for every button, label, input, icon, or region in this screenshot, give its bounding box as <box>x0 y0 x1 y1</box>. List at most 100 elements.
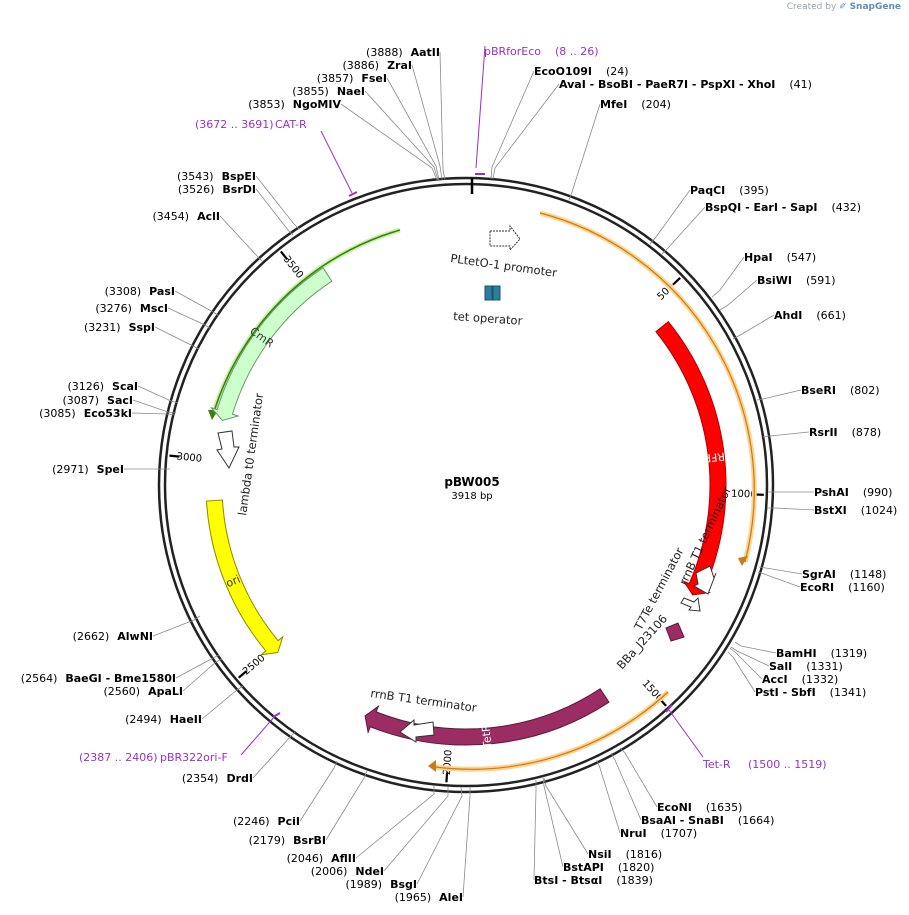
rrnb-terminator-2-label: rrnB T1 terminator <box>370 686 478 715</box>
site-position: (1707) <box>661 827 698 840</box>
site-label-pcii[interactable]: (2246)PciI <box>233 815 300 828</box>
site-label-bstxi[interactable]: BstXI(1024) <box>814 504 897 517</box>
site-label-nrui[interactable]: NruI (1707) <box>620 827 697 840</box>
site-enzymes: BseRI <box>801 384 836 397</box>
site-label-baegi[interactable]: (2564)BaeGI - Bme1580I <box>21 672 176 685</box>
feature-ori[interactable]: ori <box>205 499 284 656</box>
site-line-bseri <box>756 389 802 401</box>
site-label-bsrdi[interactable]: (3526)BsrDI <box>178 183 256 196</box>
site-position: (3857) <box>317 72 354 85</box>
site-line-scai <box>137 385 179 404</box>
feature-cmr[interactable]: CmR <box>209 267 333 422</box>
site-label-sspi[interactable]: (3231)SspI <box>84 321 155 334</box>
primer-label-pbrforeco[interactable]: pBRforEco (8 .. 26) <box>484 45 599 58</box>
site-label-hpai[interactable]: HpaI(547) <box>744 251 816 264</box>
feature-mrfp1[interactable]: mRFP1 <box>655 320 736 596</box>
primer-label-pbr322ori-f[interactable]: (2387 .. 2406) pBR322ori-F <box>79 751 228 764</box>
feature-label-ori: ori <box>224 573 242 591</box>
site-label-btsi[interactable]: BtsI - BtsαI(1839) <box>534 874 653 887</box>
site-label-saci[interactable]: (3087)SacI <box>62 394 133 407</box>
site-label-haeii[interactable]: (2494)HaeII <box>125 713 202 726</box>
site-label-sali[interactable]: SalI(1331) <box>769 660 843 673</box>
site-line-hpai <box>711 256 745 298</box>
primer-label-cat-r[interactable]: (3672 .. 3691) CAT-R <box>195 118 307 131</box>
site-position: (3855) <box>292 85 329 98</box>
site-position: (1635) <box>706 801 743 814</box>
site-label-alei[interactable]: (1965)AleI <box>395 891 463 904</box>
site-label-ndei[interactable]: (2006)NdeI <box>311 865 384 878</box>
site-label-aatii[interactable]: (3888)AatII <box>366 46 440 59</box>
site-label-eco53ki[interactable]: (3085)Eco53kI <box>39 407 132 420</box>
site-enzymes: PasI <box>149 285 175 298</box>
site-label-bsgi[interactable]: (1989)BsgI <box>346 878 417 891</box>
site-label-spei[interactable]: (2971)SpeI <box>52 463 124 476</box>
site-label-bspei[interactable]: (3543)BspEI <box>177 170 256 183</box>
site-label-rsrii[interactable]: RsrII(878) <box>809 426 881 439</box>
site-position: (24) <box>606 65 629 78</box>
site-label-drdi[interactable]: (2354)DrdI <box>182 772 253 785</box>
site-position: (41) <box>789 78 812 91</box>
site-line-bsrbi <box>325 770 368 841</box>
site-label-bsaai[interactable]: BsaAI - SnaBI(1664) <box>641 814 774 827</box>
site-line-bspei <box>255 175 300 230</box>
site-enzymes: ScaI <box>112 380 138 393</box>
site-line-naei <box>364 90 439 181</box>
site-label-bsrbi[interactable]: (2179)BsrBI <box>249 834 326 847</box>
site-label-ecoo109i[interactable]: EcoO109I(24) <box>534 65 629 78</box>
site-label-nsii[interactable]: NsiI(1816) <box>588 848 662 861</box>
site-position: (1319) <box>831 647 868 660</box>
site-label-econi[interactable]: EcoNI(1635) <box>657 801 742 814</box>
site-enzymes: BstAPI <box>563 861 604 874</box>
site-label-ecori[interactable]: EcoRI(1160) <box>800 581 885 594</box>
credit-brand: SnapGene <box>849 2 901 12</box>
site-line-ngomiv <box>340 103 438 181</box>
tick-mark <box>169 454 180 458</box>
site-label-mfei[interactable]: MfeI(204) <box>600 98 671 111</box>
site-label-paqci[interactable]: PaqCI(395) <box>690 184 769 197</box>
site-label-fsei[interactable]: (3857)FseI <box>317 72 387 85</box>
site-position: (3087) <box>62 394 99 407</box>
site-label-psti[interactable]: PstI - SbfI(1341) <box>755 686 866 699</box>
site-position: (547) <box>787 251 817 264</box>
site-label-acci[interactable]: AccI(1332) <box>762 673 838 686</box>
site-label-pasi[interactable]: (3308)PasI <box>105 285 175 298</box>
site-label-bsiwi[interactable]: BsiWI(591) <box>757 274 836 287</box>
site-position: (1160) <box>848 581 885 594</box>
site-position: (3276) <box>95 302 132 315</box>
site-label-scai[interactable]: (3126)ScaI <box>67 380 138 393</box>
site-enzymes: NruI <box>620 827 647 840</box>
site-label-aflii[interactable]: (2046)AflII <box>287 852 356 865</box>
site-label-ngomiv[interactable]: (3853)NgoMIV <box>248 98 341 111</box>
site-label-naei[interactable]: (3855)NaeI <box>292 85 365 98</box>
site-label-bseri[interactable]: BseRI(802) <box>801 384 880 397</box>
site-position: (2046) <box>287 852 324 865</box>
tick-label: 3000 <box>176 451 202 464</box>
tick-label: 3500 <box>281 254 305 281</box>
site-label-alwni[interactable]: (2662)AlwNI <box>73 630 153 643</box>
primer-label-tet-r[interactable]: Tet-R (1500 .. 1519) <box>702 758 827 771</box>
site-label-zrai[interactable]: (3886)ZraI <box>343 59 413 72</box>
site-label-apali[interactable]: (2560)ApaLI <box>104 685 184 698</box>
site-enzymes: BamHI <box>776 647 817 660</box>
site-label-acli[interactable]: (3454)AclI <box>153 210 220 223</box>
primer-name: CAT-R <box>275 118 307 131</box>
site-enzymes: BsaAI - SnaBI <box>641 814 724 827</box>
site-label-ahdi[interactable]: AhdI(661) <box>774 309 846 322</box>
site-position: (3085) <box>39 407 76 420</box>
site-enzymes: HaeII <box>170 713 202 726</box>
site-line-sspi <box>154 326 200 350</box>
site-label-bspqi[interactable]: BspQI - EarI - SapI(432) <box>705 201 861 214</box>
tet-operator[interactable]: tet operator <box>453 285 523 328</box>
site-labels: (3888)AatII(3886)ZraI(3857)FseI(3855)Nae… <box>21 46 898 904</box>
site-label-pshai[interactable]: PshAI(990) <box>814 486 892 499</box>
site-label-avai[interactable]: AvaI - BsoBI - PaeR7I - PspXI - XhoI(41) <box>559 78 812 91</box>
site-label-msci[interactable]: (3276)MscI <box>95 302 168 315</box>
site-label-sgrai[interactable]: SgrAI(1148) <box>802 568 886 581</box>
site-line-bamhi <box>734 641 777 654</box>
site-position: (3888) <box>366 46 403 59</box>
rrnb-terminator-1[interactable]: rrnB T1 terminator <box>676 484 734 595</box>
pltet-promoter[interactable]: PLtetO-1 promoter <box>450 224 558 280</box>
feature-arrow-mrfp1 <box>655 320 727 596</box>
site-label-bamhi[interactable]: BamHI (1319) <box>776 647 867 660</box>
site-label-bstapi[interactable]: BstAPI(1820) <box>563 861 654 874</box>
